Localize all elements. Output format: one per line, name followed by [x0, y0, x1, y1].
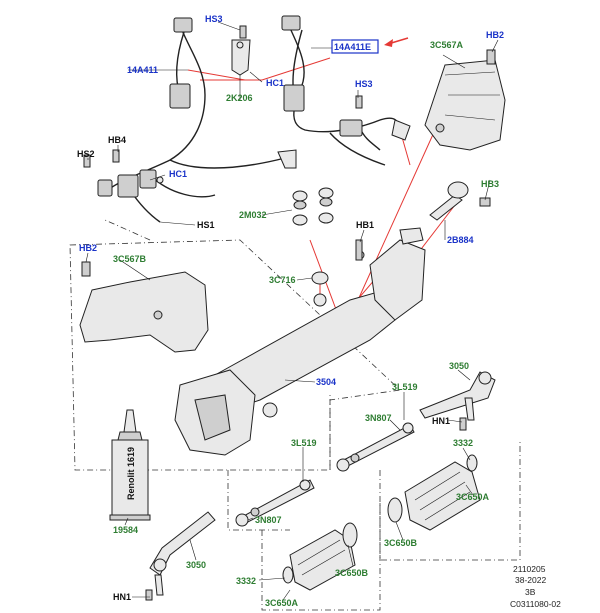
tie-rod-3L519-right[interactable]	[336, 422, 415, 472]
bolt-2B884[interactable]	[429, 181, 491, 221]
bracket-2K206[interactable]	[231, 39, 251, 76]
shield-3C567B[interactable]	[79, 261, 209, 353]
bushes-2M032[interactable]	[292, 187, 334, 226]
harness-14A411[interactable]	[97, 17, 297, 223]
callout-3332-right[interactable]: 3332	[453, 438, 473, 448]
selection-arrow	[384, 37, 409, 47]
footer-line-2: 38-2022	[515, 575, 546, 585]
callout-14A411E[interactable]: 14A411E	[334, 42, 371, 52]
boot-3332-right[interactable]	[387, 454, 481, 531]
grease-tube-19584[interactable]: Renolit 1619	[109, 409, 151, 521]
callout-3050-right[interactable]: 3050	[449, 361, 469, 371]
steering-rack-3504[interactable]	[174, 227, 426, 456]
callout-hn1-right[interactable]: HN1	[432, 416, 450, 426]
callout-14A411[interactable]: 14A411	[127, 65, 158, 75]
callout-2M032[interactable]: 2M032	[239, 210, 267, 220]
footer-line-1: 2110205	[513, 564, 546, 574]
callout-2B884[interactable]: 2B884	[447, 235, 474, 245]
callout-hb4[interactable]: HB4	[108, 135, 126, 145]
callout-hc1-left[interactable]: HC1	[169, 169, 187, 179]
tie-rod-3L519-left[interactable]	[235, 479, 315, 527]
section-outlines	[69, 219, 521, 611]
harness-14A411E[interactable]	[281, 15, 411, 166]
callout-hb2-top[interactable]: HB2	[486, 30, 504, 40]
callout-3C650B-left[interactable]: 3C650B	[335, 568, 369, 578]
callout-hb1[interactable]: HB1	[356, 220, 374, 230]
callout-3L519-left[interactable]: 3L519	[291, 438, 317, 448]
cover-3C567A[interactable]	[424, 49, 506, 151]
footer-reference: 2110205 38-2022 3B C0311080-02	[510, 564, 561, 609]
callout-19584[interactable]: 19584	[113, 525, 138, 535]
leader-lines	[85, 21, 499, 601]
tie-rod-end-3050-right[interactable]	[419, 371, 496, 421]
callout-hn1-left[interactable]: HN1	[113, 592, 131, 602]
fixings	[83, 25, 467, 601]
callout-hb3[interactable]: HB3	[481, 179, 499, 189]
callout-3L519-right[interactable]: 3L519	[392, 382, 418, 392]
callout-hs1[interactable]: HS1	[197, 220, 215, 230]
boot-3332-left[interactable]	[282, 522, 358, 591]
callout-hc1-top[interactable]: HC1	[266, 78, 284, 88]
callout-3C650A-right[interactable]: 3C650A	[456, 492, 490, 502]
footer-line-3: 3B	[525, 587, 536, 597]
callout-2K206[interactable]: 2K206	[226, 93, 253, 103]
footer-line-4: C0311080-02	[510, 599, 561, 609]
selected-callout-box	[331, 39, 379, 54]
callout-3N807-right[interactable]: 3N807	[365, 413, 392, 423]
callout-3050-left[interactable]: 3050	[186, 560, 206, 570]
callout-3332-left[interactable]: 3332	[236, 576, 256, 586]
callout-hb2-left[interactable]: HB2	[79, 243, 97, 253]
callout-3C567A[interactable]: 3C567A	[430, 40, 464, 50]
callout-3C716[interactable]: 3C716	[269, 275, 296, 285]
tie-rod-end-3050-left[interactable]	[149, 511, 216, 596]
tube-label: Renolit 1619	[126, 447, 136, 500]
callout-hs3-mid[interactable]: HS3	[355, 79, 373, 89]
callout-hs3-top[interactable]: HS3	[205, 14, 223, 24]
callout-3C567B[interactable]: 3C567B	[113, 254, 147, 264]
callout-labels: 14A411 HS3 14A411E 3C567A HB2 2K206 HC1 …	[77, 14, 504, 608]
callout-3504[interactable]: 3504	[316, 377, 336, 387]
callout-hs2[interactable]: HS2	[77, 149, 95, 159]
callout-3C650B-right[interactable]: 3C650B	[384, 538, 418, 548]
callout-3C650A-left[interactable]: 3C650A	[265, 598, 299, 608]
callout-3N807-left[interactable]: 3N807	[255, 515, 282, 525]
